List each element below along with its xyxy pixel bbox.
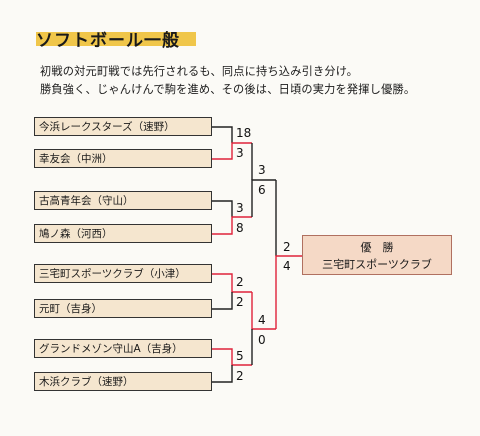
- champion-team: 三宅町スポーツクラブ: [322, 258, 432, 271]
- score-r2-4: 0: [258, 333, 266, 347]
- bracket-line-r1-a-top: [212, 126, 233, 143]
- bracket-line-r2-top-b: [251, 179, 276, 217]
- page-title: ソフトボール一般: [36, 31, 180, 51]
- score-r1-7: 5: [236, 349, 244, 363]
- team-box-8: 木浜クラブ（速野）: [34, 372, 212, 391]
- bracket-line-r1-c-bottom: [212, 292, 233, 310]
- team-box-2: 幸友会（中洲）: [34, 149, 212, 168]
- team-box-5: 三宅町スポーツクラブ（小津）: [34, 264, 212, 283]
- team-box-4: 鳩ノ森（河西）: [34, 224, 212, 243]
- title-group: ソフトボール一般: [36, 26, 196, 51]
- score-r1-1: 18: [236, 126, 252, 140]
- team-box-1: 今浜レークスターズ（速野）: [34, 117, 212, 136]
- score-r2-3: 4: [258, 313, 266, 327]
- score-r2-1: 3: [258, 163, 266, 177]
- bracket-line-r1-d-bottom: [212, 365, 233, 383]
- team-box-7: グランドメゾン守山A（吉身）: [34, 339, 212, 358]
- bracket-line-r1-b-top: [212, 200, 233, 217]
- bracket-line-r1-b-bottom: [212, 216, 252, 235]
- score-r2-2: 6: [258, 183, 266, 197]
- team-box-3: 古高青年会（守山）: [34, 191, 212, 210]
- score-r1-8: 2: [236, 369, 244, 383]
- score-r1-2: 3: [236, 146, 244, 160]
- description-line-1: 初戦の対元町戦では先行されるも、同点に持ち込み引き分け。: [40, 65, 358, 78]
- score-final-2: 4: [283, 259, 291, 273]
- champion-label: 優 勝: [360, 241, 394, 254]
- team-box-6: 元町（吉身）: [34, 299, 212, 318]
- bracket-line-r1-c-top: [212, 273, 252, 293]
- description-line-2: 勝負強く、じゃんけんで駒を進め、その後は、日頃の実力を発揮し優勝。: [40, 83, 416, 96]
- score-final-1: 2: [283, 240, 291, 254]
- bracket-line-r1-a-bottom: [212, 142, 252, 160]
- score-r1-4: 8: [236, 221, 244, 235]
- champion-box: 優 勝 三宅町スポーツクラブ: [302, 235, 452, 275]
- title-highlight: [36, 32, 196, 46]
- score-r1-6: 2: [236, 295, 244, 309]
- score-r1-5: 2: [236, 275, 244, 289]
- score-r1-3: 3: [236, 201, 244, 215]
- bracket-line-final-bottom: [275, 255, 302, 329]
- bracket-line-r1-d-top: [212, 348, 252, 366]
